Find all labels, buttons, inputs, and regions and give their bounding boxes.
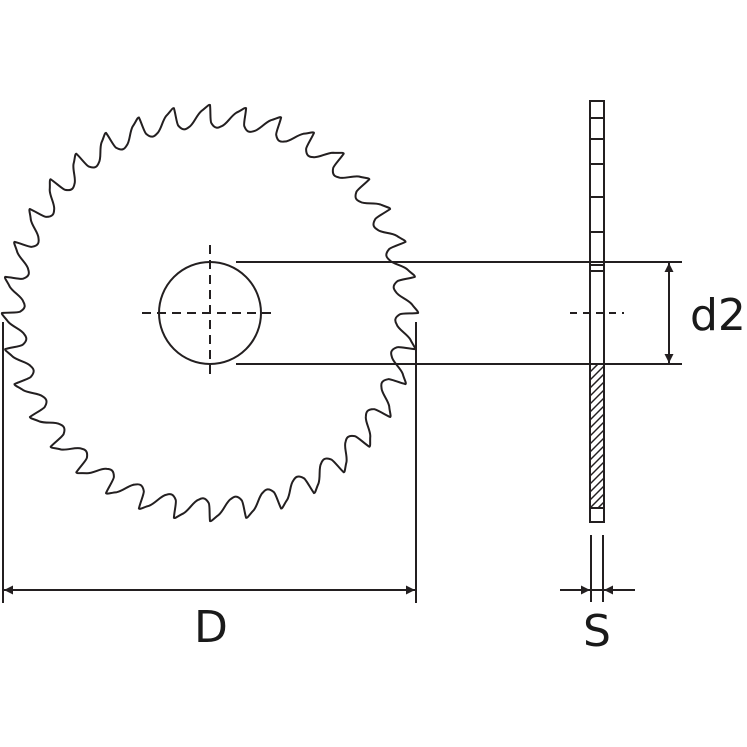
saw-blade-outline [0,103,420,523]
d-label: D [194,602,228,653]
side-view-hatching [590,364,604,508]
s-label: S [583,606,611,657]
side-view-tooth-segments [590,100,604,272]
d2-label: d2 [690,290,746,341]
